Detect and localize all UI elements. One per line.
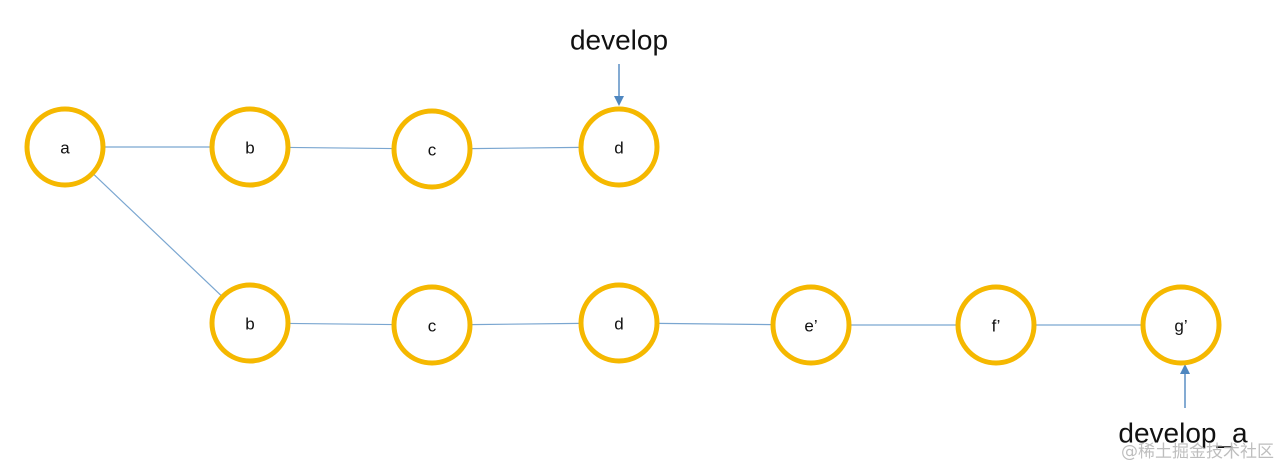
commit-circle (391, 284, 473, 366)
edges (92, 146, 1143, 326)
commit-circle (24, 106, 106, 188)
commit-circle (209, 282, 291, 364)
commit-circle (955, 284, 1037, 366)
edge-b1-c1 (287, 146, 395, 150)
commit-node-d1: d (578, 106, 660, 188)
commit-circle (770, 284, 852, 366)
commit-circle (391, 108, 473, 190)
commit-circle (209, 106, 291, 188)
commit-label: b (245, 315, 254, 334)
commit-node-c2: c (391, 284, 473, 366)
commit-label: a (60, 139, 70, 158)
commit-label: d (614, 139, 623, 158)
commit-label: f’ (992, 317, 1001, 336)
edge-c1-d1 (469, 146, 582, 150)
commit-label: g’ (1174, 317, 1187, 336)
commit-circle (578, 106, 660, 188)
develop-branch-label: develop (570, 25, 668, 56)
commit-node-a: a (24, 106, 106, 188)
commit-nodes: a b c d b c d e’ f’ g’ (24, 106, 1222, 366)
develop-a-branch-label: develop_a (1118, 418, 1248, 449)
commit-node-c1: c (391, 108, 473, 190)
commit-circle (1140, 284, 1222, 366)
commit-node-g: g’ (1140, 284, 1222, 366)
commit-node-d2: d (578, 282, 660, 364)
commit-label: b (245, 139, 254, 158)
pointer-arrows (614, 64, 1190, 408)
commit-node-b1: b (209, 106, 291, 188)
commit-label: c (428, 141, 437, 160)
edge-c2-d2 (469, 322, 582, 326)
commit-node-b2: b (209, 282, 291, 364)
commit-circle (578, 282, 660, 364)
watermark: @稀土掘金技术社区 (1121, 442, 1274, 462)
edge-b2-c2 (287, 322, 395, 326)
commit-label: c (428, 317, 437, 336)
edge-d2-e (656, 322, 774, 326)
commit-node-e: e’ (770, 284, 852, 366)
commit-node-f: f’ (955, 284, 1037, 366)
commit-label: e’ (804, 317, 817, 336)
commit-label: d (614, 315, 623, 334)
edge-a-b2 (92, 172, 223, 298)
